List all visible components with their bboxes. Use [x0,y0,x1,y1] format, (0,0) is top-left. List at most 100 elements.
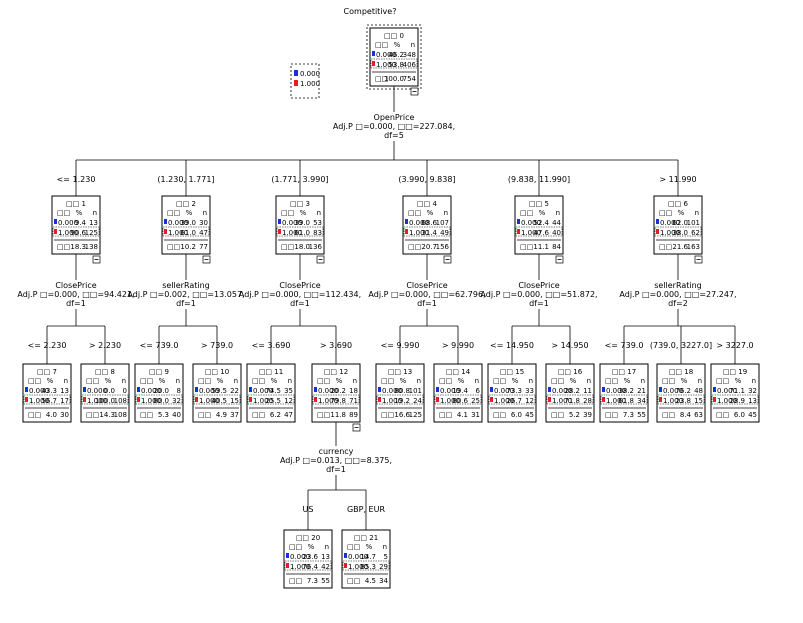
node-frame [402,195,452,255]
node-frame [80,363,130,423]
class1-count: 29 [379,563,388,571]
class0-count: 11 [583,387,592,395]
class0-label: 0.000 [606,387,626,395]
class1-count: 12 [525,397,534,405]
split-statistics: Adj.P □=0.000, □□=112.434, [239,290,361,299]
node-header-n: n [64,377,68,385]
split-df: df=2 [668,299,688,308]
total-count: 163 [687,243,700,251]
edge-label-node-11: <= 3.690 [252,341,291,350]
class0-percent: 43.3 [41,387,57,395]
total-count: 39 [583,411,592,419]
class0-percent: 46.2 [388,51,404,59]
class1-count: 47 [199,229,208,237]
class1-percent: 25.5 [265,397,281,405]
node-title: □□ 9 [149,368,169,376]
total-count: 84 [552,243,561,251]
class1-percent: 61.0 [294,229,310,237]
class1-row-highlight [546,394,594,405]
total-count: 125 [409,411,422,419]
class1-percent: 80.0 [153,397,169,405]
class1-label: 1.000 [440,397,460,405]
total-label: □□ [408,243,421,251]
node-title: □□ 15 [500,368,524,376]
class0-color-swatch [83,387,86,392]
total-count: 156 [436,243,450,251]
class1-color-swatch [83,397,86,402]
node-frame [653,195,703,255]
node-title: □□ 1 [66,200,86,208]
class0-count: 22 [230,387,239,395]
class0-color-swatch [137,387,140,392]
class1-count: 24 [413,397,422,405]
tree-node-0[interactable]: □□ 0□□%n0.00046.23481.00053.8406□□100.07… [366,24,422,96]
node-header-n: n [122,377,126,385]
class0-percent: 39.0 [294,219,310,227]
total-label: □□ [28,411,41,419]
class1-color-swatch [278,229,281,234]
total-count: 754 [403,75,417,83]
node-header-pct: % [76,209,83,217]
node-frame [375,363,425,423]
class0-percent: 39.0 [180,219,196,227]
node-header-pct: % [159,377,166,385]
class1-count: 83 [313,229,322,237]
total-label: □□ [375,75,388,83]
class0-count: 101 [409,387,422,395]
total-percent: 11.8 [330,411,346,419]
node-header-pct: % [427,209,434,217]
class1-label: 1.000 [141,397,161,405]
total-label: □□ [252,411,265,419]
class0-color-swatch [54,219,57,224]
split-variable: sellerRating [162,281,210,290]
total-count: 138 [85,243,98,251]
node-header-id: □□ [375,41,388,49]
node-title: □□ 10 [205,368,229,376]
node-header-n: n [288,377,292,385]
class1-color-swatch [602,397,605,402]
total-percent: 4.0 [46,411,57,419]
class0-percent: 68.6 [421,219,437,227]
node-header-id: □□ [408,209,421,217]
split-statistics: Adj.P □=0.002, □□=13.057, [127,290,244,299]
class1-row-highlight [711,394,759,405]
class1-percent: 71.8 [564,397,580,405]
total-count: 47 [284,411,293,419]
class0-color-swatch [405,219,408,224]
class1-count: 15 [230,397,239,405]
node-frame [22,363,72,423]
node-frame [656,363,706,423]
class1-count: 62 [691,229,700,237]
node-title: □□ 14 [446,368,471,376]
class1-label: 1.000 [199,397,219,405]
node-header-n: n [641,377,645,385]
target-variable-label: Competitive? [344,7,397,16]
total-label: □□ [381,411,394,419]
node-header-id: □□ [381,377,394,385]
node-header-id: □□ [347,543,360,551]
class0-color-swatch [659,387,662,392]
